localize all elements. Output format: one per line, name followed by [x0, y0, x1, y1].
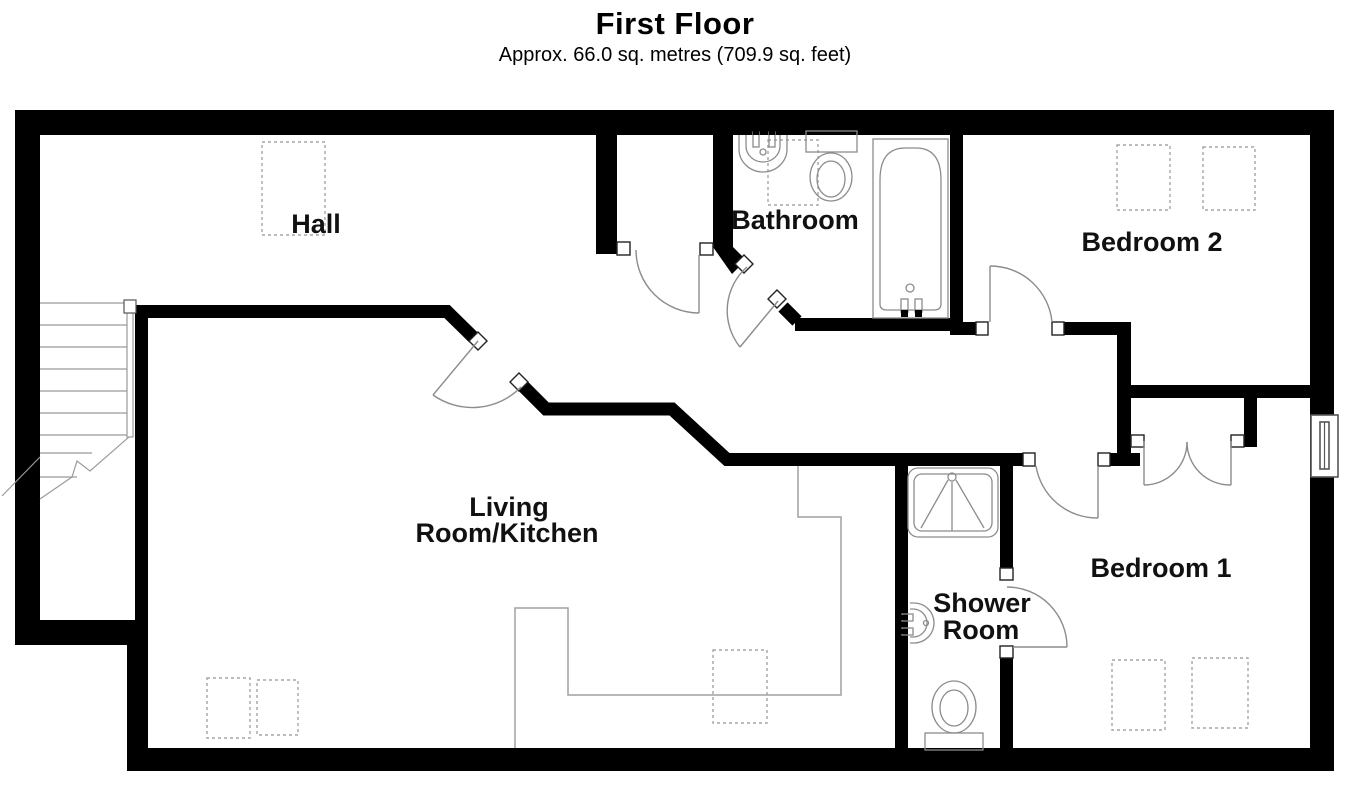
furniture-living-c	[712, 649, 768, 724]
wall-closet-right-stub	[1244, 398, 1257, 447]
stop-hall-door-left	[616, 241, 631, 256]
shower-washbasin-icon	[899, 602, 935, 644]
shower-toilet-icon	[924, 680, 984, 751]
furniture-bedroom2-b	[1202, 146, 1256, 211]
stop-hall-door-right	[699, 242, 714, 256]
label-living-line2: Room/Kitchen	[415, 518, 598, 548]
wardrobe-double-door-swing	[1143, 441, 1232, 486]
door-stops	[468, 241, 1245, 659]
stop-living-door-lower	[509, 372, 529, 392]
stop-closet-right	[1230, 434, 1245, 448]
wall-closet-top	[1131, 385, 1312, 398]
furniture-placeholders	[206, 139, 1256, 739]
furniture-bedroom2-a	[1116, 144, 1171, 211]
stairs-handrail	[126, 302, 134, 438]
shower-room-door-swing	[1006, 586, 1068, 648]
bathroom-washbasin-icon	[738, 129, 788, 173]
kitchen-counter-icon	[514, 466, 842, 748]
living-room-door-swing	[432, 340, 522, 409]
window-icon	[1310, 414, 1339, 478]
stairs-break-line	[39, 436, 130, 500]
wall-bathroom-bottom	[795, 318, 950, 331]
wall-corridor	[518, 381, 1023, 466]
wall-bathroom-right	[950, 135, 963, 335]
stairs-newel-post	[123, 299, 137, 314]
furniture-hall	[261, 141, 326, 236]
bathroom-toilet-icon	[805, 130, 858, 202]
stop-bedroom2-door-right	[1051, 321, 1065, 336]
label-bedroom2: Bedroom 2	[1081, 227, 1222, 257]
bedroom1-door-swing	[1035, 465, 1099, 519]
stop-shower-door-bottom	[999, 645, 1014, 659]
interior-walls	[135, 135, 1312, 748]
wall-landing-right	[713, 135, 733, 247]
page-title: First Floor	[595, 6, 755, 41]
wall-bedroom2-bottom-b	[1064, 322, 1118, 335]
stop-bedroom2-door-left	[975, 321, 989, 336]
label-shower-line1: Shower	[933, 588, 1031, 618]
wall-living-left	[135, 305, 148, 748]
label-shower-line2: Room	[943, 615, 1020, 645]
wall-bathroom-bottom-stub	[778, 302, 802, 326]
wall-living-top	[141, 305, 479, 343]
furniture-living-a	[206, 677, 251, 739]
wall-shower-left	[895, 453, 908, 748]
stop-bedroom1-door-left	[1022, 452, 1036, 467]
furniture-living-b	[256, 679, 299, 736]
wall-shower-right-lower	[1000, 658, 1013, 748]
hall-door-swing	[635, 249, 700, 314]
stop-shower-door-top	[999, 567, 1014, 581]
furniture-bedroom1-a	[1111, 659, 1166, 731]
furniture-bedroom1-b	[1191, 657, 1249, 729]
bathtub-icon	[872, 138, 949, 319]
stop-bathroom-door-left	[734, 254, 754, 274]
stop-bathroom-door-right	[767, 289, 787, 309]
wall-landing-left	[596, 135, 617, 254]
room-labels: Hall Bathroom Bedroom 2 Living Room/Kitc…	[291, 205, 1231, 645]
door-swings	[432, 249, 1232, 648]
label-living-line1: Living	[469, 492, 549, 522]
label-hall: Hall	[291, 209, 341, 239]
stop-closet-left	[1130, 434, 1145, 448]
stairs-icon	[1, 299, 137, 500]
bedroom2-door-swing	[989, 265, 1053, 323]
label-bathroom: Bathroom	[731, 205, 859, 235]
stop-bedroom1-door-right	[1097, 452, 1111, 467]
shower-tray-icon	[907, 467, 999, 538]
wall-bedrooms-divider	[1117, 322, 1131, 466]
furniture-bathroom	[767, 139, 819, 206]
bathroom-door-swing	[726, 266, 779, 348]
page-subtitle: Approx. 66.0 sq. metres (709.9 sq. feet)	[498, 44, 852, 66]
wall-shower-right-upper	[1000, 453, 1013, 568]
label-bedroom1: Bedroom 1	[1090, 553, 1231, 583]
